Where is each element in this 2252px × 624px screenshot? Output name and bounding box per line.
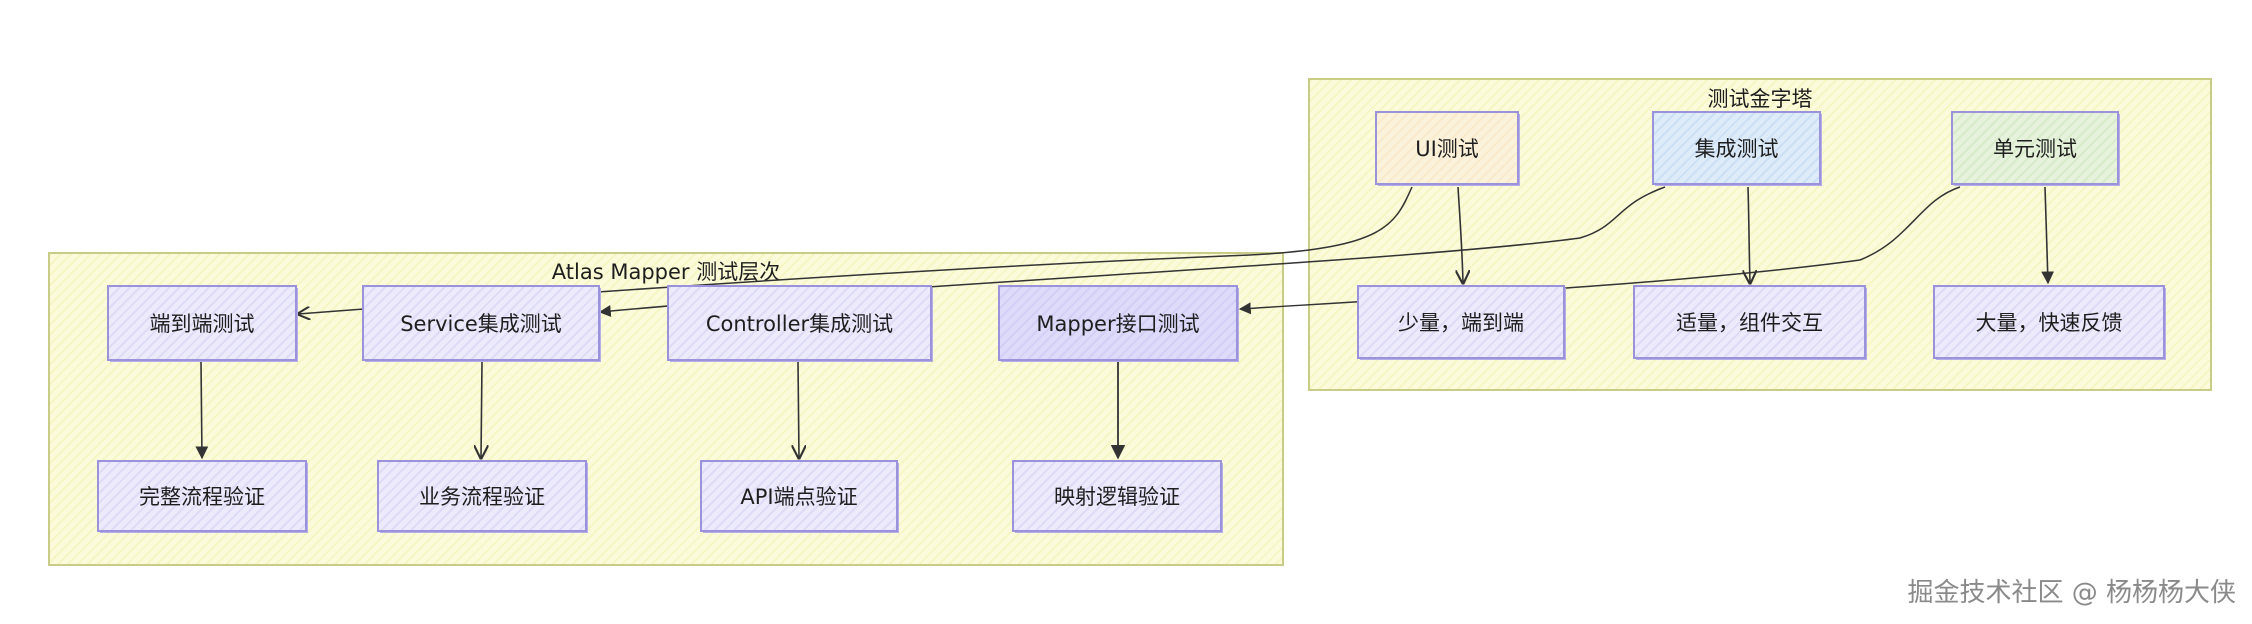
node-e2e-test: 端到端测试 — [107, 285, 297, 361]
node-integration-test: 集成测试 — [1652, 111, 1821, 185]
node-service-integration-test: Service集成测试 — [362, 285, 600, 361]
node-controller-integration-test: Controller集成测试 — [667, 285, 932, 361]
node-business-flow-verify: 业务流程验证 — [377, 460, 587, 532]
node-many-fast-feedback: 大量，快速反馈 — [1933, 285, 2165, 359]
node-api-endpoint-verify: API端点验证 — [700, 460, 898, 532]
node-unit-test: 单元测试 — [1951, 111, 2119, 185]
atlas-mapper-group-title: Atlas Mapper 测试层次 — [551, 260, 781, 284]
node-full-flow-verify: 完整流程验证 — [97, 460, 307, 532]
node-ui-test: UI测试 — [1375, 111, 1519, 185]
node-mapping-logic-verify: 映射逻辑验证 — [1012, 460, 1222, 532]
node-few-e2e: 少量，端到端 — [1357, 285, 1565, 359]
watermark-text: 掘金技术社区 @ 杨杨杨大侠 — [1907, 578, 2236, 608]
node-moderate-component: 适量，组件交互 — [1633, 285, 1866, 359]
node-mapper-interface-test: Mapper接口测试 — [998, 285, 1238, 361]
test-pyramid-group-title: 测试金字塔 — [1707, 87, 1813, 111]
